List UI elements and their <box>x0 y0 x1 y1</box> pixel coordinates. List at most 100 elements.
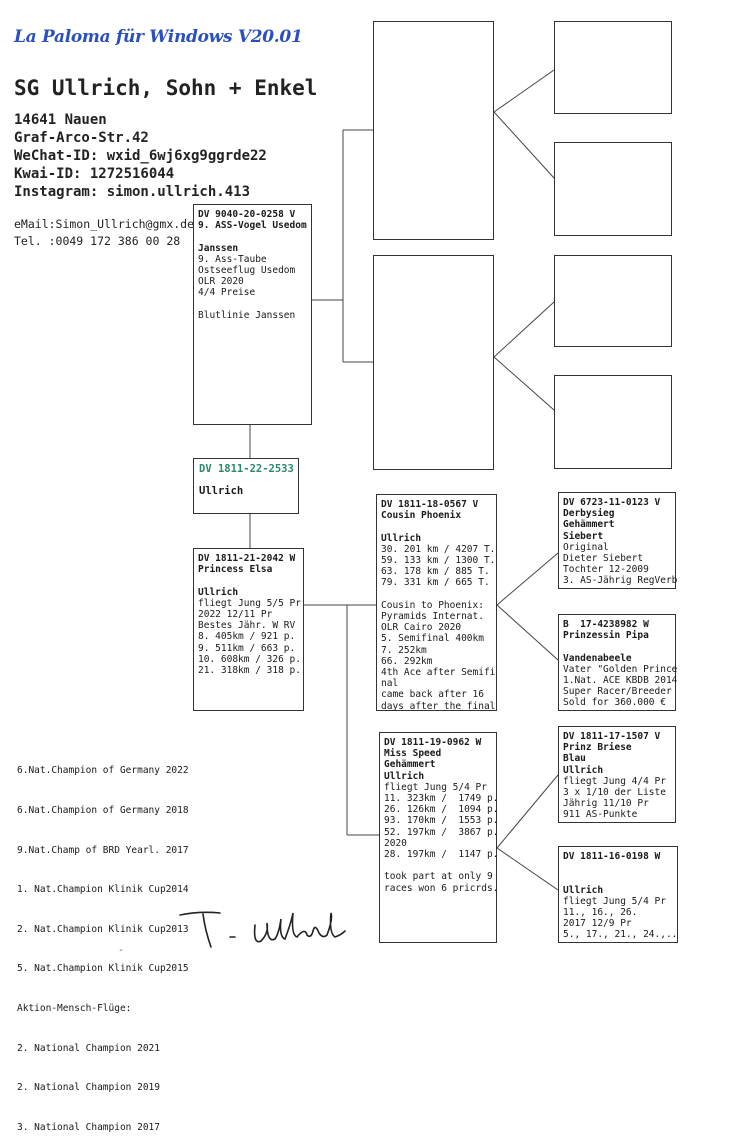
performance-line: 9. 511km / 663 p. <box>198 642 296 654</box>
performance-line: fliegt Jung 5/4 Pr <box>384 781 487 793</box>
breeder-name: Gehämmert <box>384 759 436 771</box>
performance-line: 1.Nat. ACE KBDB 2014 <box>563 675 678 687</box>
performance-line: 79. 331 km / 665 T. <box>381 577 490 589</box>
performance-line: 4/4 Preise <box>198 287 256 299</box>
breeder-name: Ullrich <box>198 586 239 598</box>
ring-number: DV 1811-18-0567 V <box>381 499 479 510</box>
ring-number: DV 1811-22-2533 <box>199 463 294 475</box>
pigeon-name: Prinz Briese <box>563 742 632 754</box>
performance-line: 63. 178 km / 885 T. <box>381 566 490 578</box>
honor-item: 2. National Champion 2019 <box>17 1082 160 1094</box>
performance-line: fliegt Jung 4/4 Pr <box>563 775 666 787</box>
performance-line: OLR 2020 <box>198 276 244 288</box>
pigeon-name: Prinzessin Pipa <box>563 630 649 642</box>
performance-line: races won 6 pricrds. <box>384 882 499 894</box>
honor-item: 6.Nat.Champion of Germany 2018 <box>17 805 189 817</box>
pigeon-name: 9. ASS-Vogel Usedom <box>198 220 307 232</box>
performance-line: 93. 170km / 1553 p. <box>384 815 499 827</box>
ancestor-card: DV 6723-11-0123 V Derbysieg Gehämmert Si… <box>558 492 677 589</box>
owner-name: SG Ullrich, Sohn + Enkel <box>14 76 318 100</box>
contact-instagram: Instagram: simon.ullrich.413 <box>14 184 251 200</box>
pigeon-name: Princess Elsa <box>198 564 273 576</box>
ring-number: DV 6723-11-0123 V <box>563 497 661 508</box>
ancestor-card-empty <box>554 142 672 236</box>
performance-line: 26. 126km / 1094 p. <box>384 804 499 816</box>
performance-line: 10. 608km / 326 p. <box>198 653 301 665</box>
performance-line: 7. 252km <box>381 644 427 656</box>
performance-line: Tochter 12-2009 <box>563 564 649 576</box>
breeder-name: Ullrich <box>381 532 422 544</box>
performance-line: 11., 16., 26. <box>563 907 638 919</box>
performance-line: 3 x 1/10 der Liste <box>563 787 666 799</box>
performance-line: Ostseeflug Usedom <box>198 265 296 277</box>
performance-line: 2022 12/11 Pr <box>198 609 273 621</box>
performance-line: 9. Ass-Taube <box>198 253 267 265</box>
performance-line: 2017 12/9 Pr <box>563 918 632 930</box>
breeder-name: Janssen <box>198 242 239 254</box>
performance-line: 28. 197km / 1147 p. <box>384 849 499 861</box>
performance-line: 11. 323km / 1749 p. <box>384 793 499 805</box>
stray-mark: - <box>118 945 125 956</box>
pigeon-name: Cousin Phoenix <box>381 510 462 522</box>
performance-line: 30. 201 km / 4207 T. <box>381 543 496 555</box>
performance-line: 5. Semifinal 400km <box>381 633 484 645</box>
performance-line: 4th Ace after Semifi <box>381 667 496 679</box>
ring-number: DV 1811-19-0962 W <box>384 737 482 748</box>
ring-number: DV 1811-21-2042 W <box>198 553 296 564</box>
performance-line: days after the final <box>381 700 496 712</box>
handwritten-signature <box>179 911 346 948</box>
contact-city: 14641 Nauen <box>14 112 107 128</box>
performance-line: Cousin to Phoenix: <box>381 599 484 611</box>
honor-item: Aktion-Mensch-Flüge: <box>17 1003 132 1015</box>
performance-line: 59. 133 km / 1300 T. <box>381 555 496 567</box>
breeder-name: Ullrich <box>563 764 604 776</box>
ancestor-card-empty <box>554 21 672 114</box>
performance-line: came back after 16 <box>381 689 484 701</box>
performance-line: 5., 17., 21., 24.,.. <box>563 929 678 941</box>
performance-line: 2020 <box>384 837 407 849</box>
breeder-name: Ullrich <box>199 485 244 498</box>
performance-line: took part at only 9 <box>384 871 493 883</box>
performance-line: 911 AS-Punkte <box>563 809 638 821</box>
performance-line: Super Racer/Breeder <box>563 686 672 698</box>
performance-line: 21. 318km / 318 p. <box>198 665 301 677</box>
ring-number: DV 1811-16-0198 W <box>563 851 661 862</box>
ring-number: B 17-4238982 W <box>563 619 649 630</box>
honors-list: 6.Nat.Champion of Germany 2022 6.Nat.Cha… <box>17 738 189 1147</box>
contact-wechat: WeChat-ID: wxid_6wj6xg9ggrde22 <box>14 148 267 164</box>
pedigree-connectors <box>249 69 559 891</box>
breeder-name: Gehämmert <box>563 519 615 531</box>
contact-street: Graf-Arco-Str.42 <box>14 130 149 146</box>
ancestor-card: B 17-4238982 W Prinzessin Pipa Vandenabe… <box>558 614 678 711</box>
ancestor-card: DV 1811-17-1507 V Prinz Briese Blau Ullr… <box>558 726 676 823</box>
ring-number: DV 9040-20-0258 V <box>198 209 296 220</box>
dam-sire-card: DV 1811-18-0567 V Cousin Phoenix Ullrich… <box>376 494 497 712</box>
performance-line: 8. 405km / 921 p. <box>198 631 296 643</box>
contact-phone: Tel. :0049 172 386 00 28 <box>14 234 181 248</box>
performance-line: Original <box>563 541 609 553</box>
app-title: La Paloma für Windows V20.01 <box>14 27 303 47</box>
performance-line: fliegt Jung 5/5 Pr <box>198 597 301 609</box>
dam-card: DV 1811-21-2042 W Princess Elsa Ullrich … <box>193 548 304 711</box>
breeder-name: Siebert <box>563 530 604 542</box>
performance-line: nal <box>381 678 399 690</box>
honor-item: 1. Nat.Champion Klinik Cup2014 <box>17 884 189 896</box>
performance-line: 66. 292km <box>381 655 433 667</box>
pigeon-name: Derbysieg <box>563 508 615 520</box>
performance-line: 52. 197km / 3867 p. <box>384 826 499 838</box>
breeder-name: Vandenabeele <box>563 652 632 664</box>
contact-kwai: Kwai-ID: 1272516044 <box>14 166 175 182</box>
ring-number: DV 1811-17-1507 V <box>563 731 661 742</box>
breeder-name: Ullrich <box>563 884 604 896</box>
contact-email: eMail:Simon_Ullrich@gmx.de <box>14 217 195 231</box>
performance-line: Jährig 11/10 Pr <box>563 798 649 810</box>
performance-line: Dieter Siebert <box>563 553 644 565</box>
breeder-name: Blau <box>563 753 586 765</box>
honor-item: 3. National Champion 2017 <box>17 1121 160 1133</box>
ancestor-card-empty <box>554 255 672 347</box>
honor-item: 6.Nat.Champion of Germany 2022 <box>17 765 189 777</box>
sire-card: DV 9040-20-0258 V 9. ASS-Vogel Usedom Ja… <box>193 204 312 425</box>
honor-item: 2. National Champion 2021 <box>17 1042 160 1054</box>
performance-line: Bestes Jähr. W RV <box>198 620 296 632</box>
subject-card: DV 1811-22-2533 Ullrich <box>193 458 299 514</box>
